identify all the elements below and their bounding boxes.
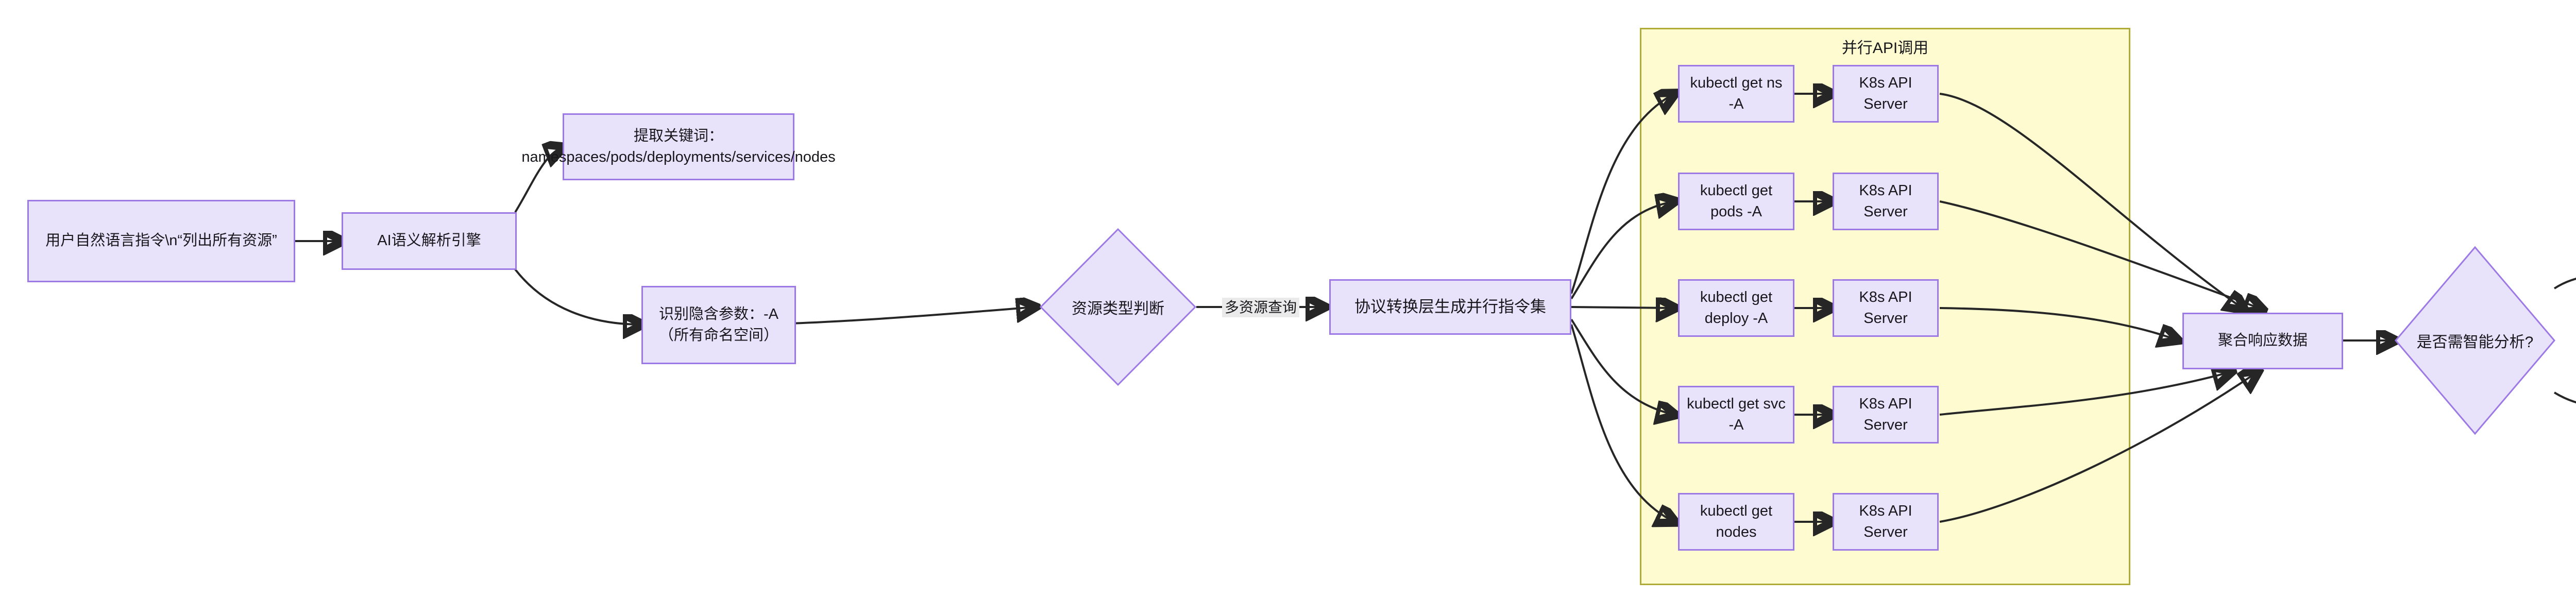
node-extract-keywords[interactable]: 提取关键词： namespaces/pods/deployments/servi… xyxy=(521,113,836,180)
node-command-4[interactable]: kubectl get nodes xyxy=(1678,493,1794,551)
node-server-0[interactable]: K8s API Server xyxy=(1833,65,1939,123)
node-need-analysis-decision-label: 是否需智能分析? xyxy=(2416,334,2534,351)
node-server-0-label: K8s API Server xyxy=(1859,74,1912,112)
node-implicit-params-label: 识别隐含参数：-A（所有命名空间） xyxy=(658,305,778,344)
node-protocol-layer[interactable]: 协议转换层生成并行指令集 xyxy=(1329,279,1571,335)
node-protocol-layer-label: 协议转换层生成并行指令集 xyxy=(1354,297,1546,316)
node-aggregate-label: 聚合响应数据 xyxy=(2217,332,2308,349)
node-command-2[interactable]: kubectl get deploy -A xyxy=(1678,279,1794,337)
node-extract-keywords-line2: namespaces/pods/deployments/services/nod… xyxy=(521,149,836,165)
node-command-1[interactable]: kubectl get pods -A xyxy=(1678,173,1794,230)
node-command-0-label: kubectl get ns -A xyxy=(1690,74,1783,112)
edge-label-multi-resource: 多资源查询 xyxy=(1222,298,1300,317)
node-ai-engine[interactable]: AI语义解析引擎 xyxy=(342,212,517,270)
node-aggregate[interactable]: 聚合响应数据 xyxy=(2182,313,2343,369)
node-server-1[interactable]: K8s API Server xyxy=(1833,173,1939,230)
node-user-input[interactable]: 用户自然语言指令\n“列出所有资源” xyxy=(27,200,295,282)
node-command-0[interactable]: kubectl get ns -A xyxy=(1678,65,1794,123)
node-command-3-label: kubectl get svc -A xyxy=(1687,395,1786,433)
subgraph-title: 并行API调用 xyxy=(1841,40,1929,57)
node-server-2[interactable]: K8s API Server xyxy=(1833,279,1939,337)
node-implicit-params[interactable]: 识别隐含参数：-A（所有命名空间） xyxy=(641,286,796,364)
node-server-4-label: K8s API Server xyxy=(1859,502,1912,540)
node-resource-type-decision-label: 资源类型判断 xyxy=(1072,300,1164,317)
node-need-analysis-decision[interactable]: 是否需智能分析? xyxy=(2395,246,2555,435)
node-server-2-label: K8s API Server xyxy=(1859,288,1912,327)
node-ai-engine-label: AI语义解析引擎 xyxy=(377,232,481,249)
node-server-3-label: K8s API Server xyxy=(1859,395,1912,433)
node-server-1-label: K8s API Server xyxy=(1859,182,1912,220)
node-server-3[interactable]: K8s API Server xyxy=(1833,386,1939,444)
node-command-2-label: kubectl get deploy -A xyxy=(1700,288,1773,327)
node-command-3[interactable]: kubectl get svc -A xyxy=(1678,386,1794,444)
node-user-input-label: 用户自然语言指令\n“列出所有资源” xyxy=(45,232,277,249)
node-extract-keywords-line1: 提取关键词： xyxy=(633,127,723,144)
node-command-4-label: kubectl get nodes xyxy=(1700,502,1773,540)
node-command-1-label: kubectl get pods -A xyxy=(1700,182,1773,220)
node-resource-type-decision[interactable]: 资源类型判断 xyxy=(1039,228,1197,386)
node-server-4[interactable]: K8s API Server xyxy=(1833,493,1939,551)
